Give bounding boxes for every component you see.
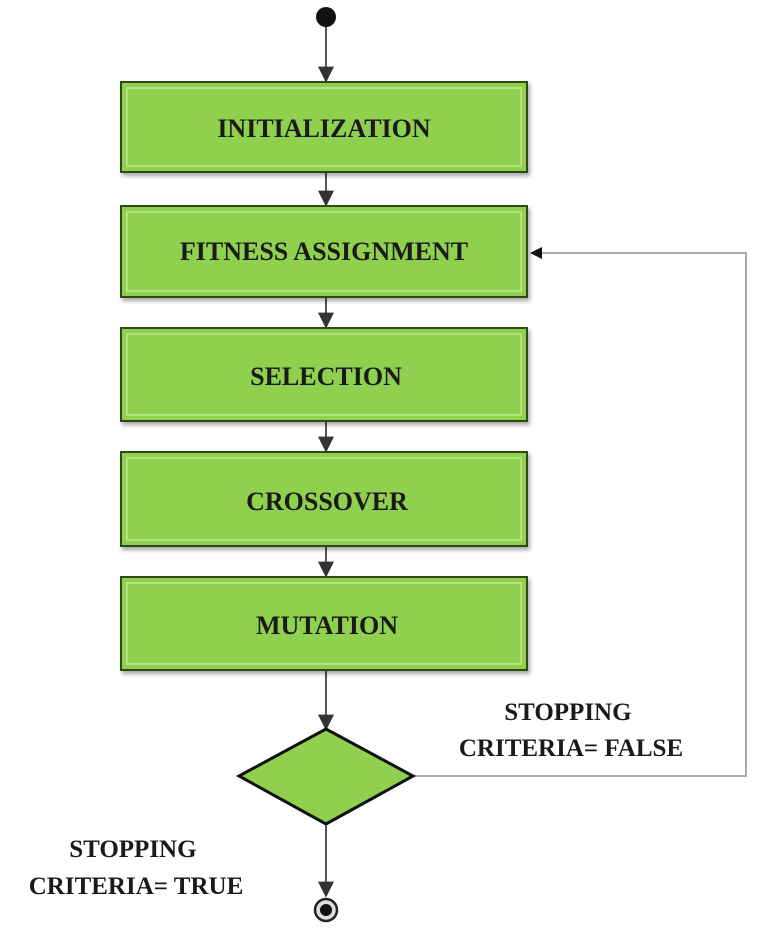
step-mutation — [120, 576, 528, 671]
step-initialization-label: INITIALIZATION — [217, 114, 431, 143]
loop-back-arrowhead — [530, 247, 542, 259]
end-node-center — [320, 904, 332, 916]
step-selection — [120, 327, 528, 422]
criteria-true-line-1: STOPPING — [69, 836, 196, 863]
loop-back-line — [413, 252, 747, 777]
decision-diamond — [235, 727, 417, 826]
step-fitness-assignment — [120, 205, 528, 298]
criteria-false-line-1: STOPPING — [504, 699, 631, 726]
step-selection-label: SELECTION — [250, 362, 402, 391]
criteria-false-label: STOPPING CRITERIA= FALSE — [459, 699, 683, 762]
step-initialization — [120, 81, 528, 173]
criteria-true-line-2: CRITERIA= TRUE — [29, 873, 244, 900]
criteria-true-label: STOPPING CRITERIA= TRUE — [29, 836, 244, 900]
criteria-false-line-2: CRITERIA= FALSE — [459, 735, 683, 762]
step-mutation-label: MUTATION — [256, 611, 398, 640]
step-crossover-label: CROSSOVER — [246, 487, 408, 516]
step-fitness-assignment-label: FITNESS ASSIGNMENT — [180, 237, 468, 266]
step-crossover — [120, 451, 528, 547]
start-node — [316, 7, 336, 27]
